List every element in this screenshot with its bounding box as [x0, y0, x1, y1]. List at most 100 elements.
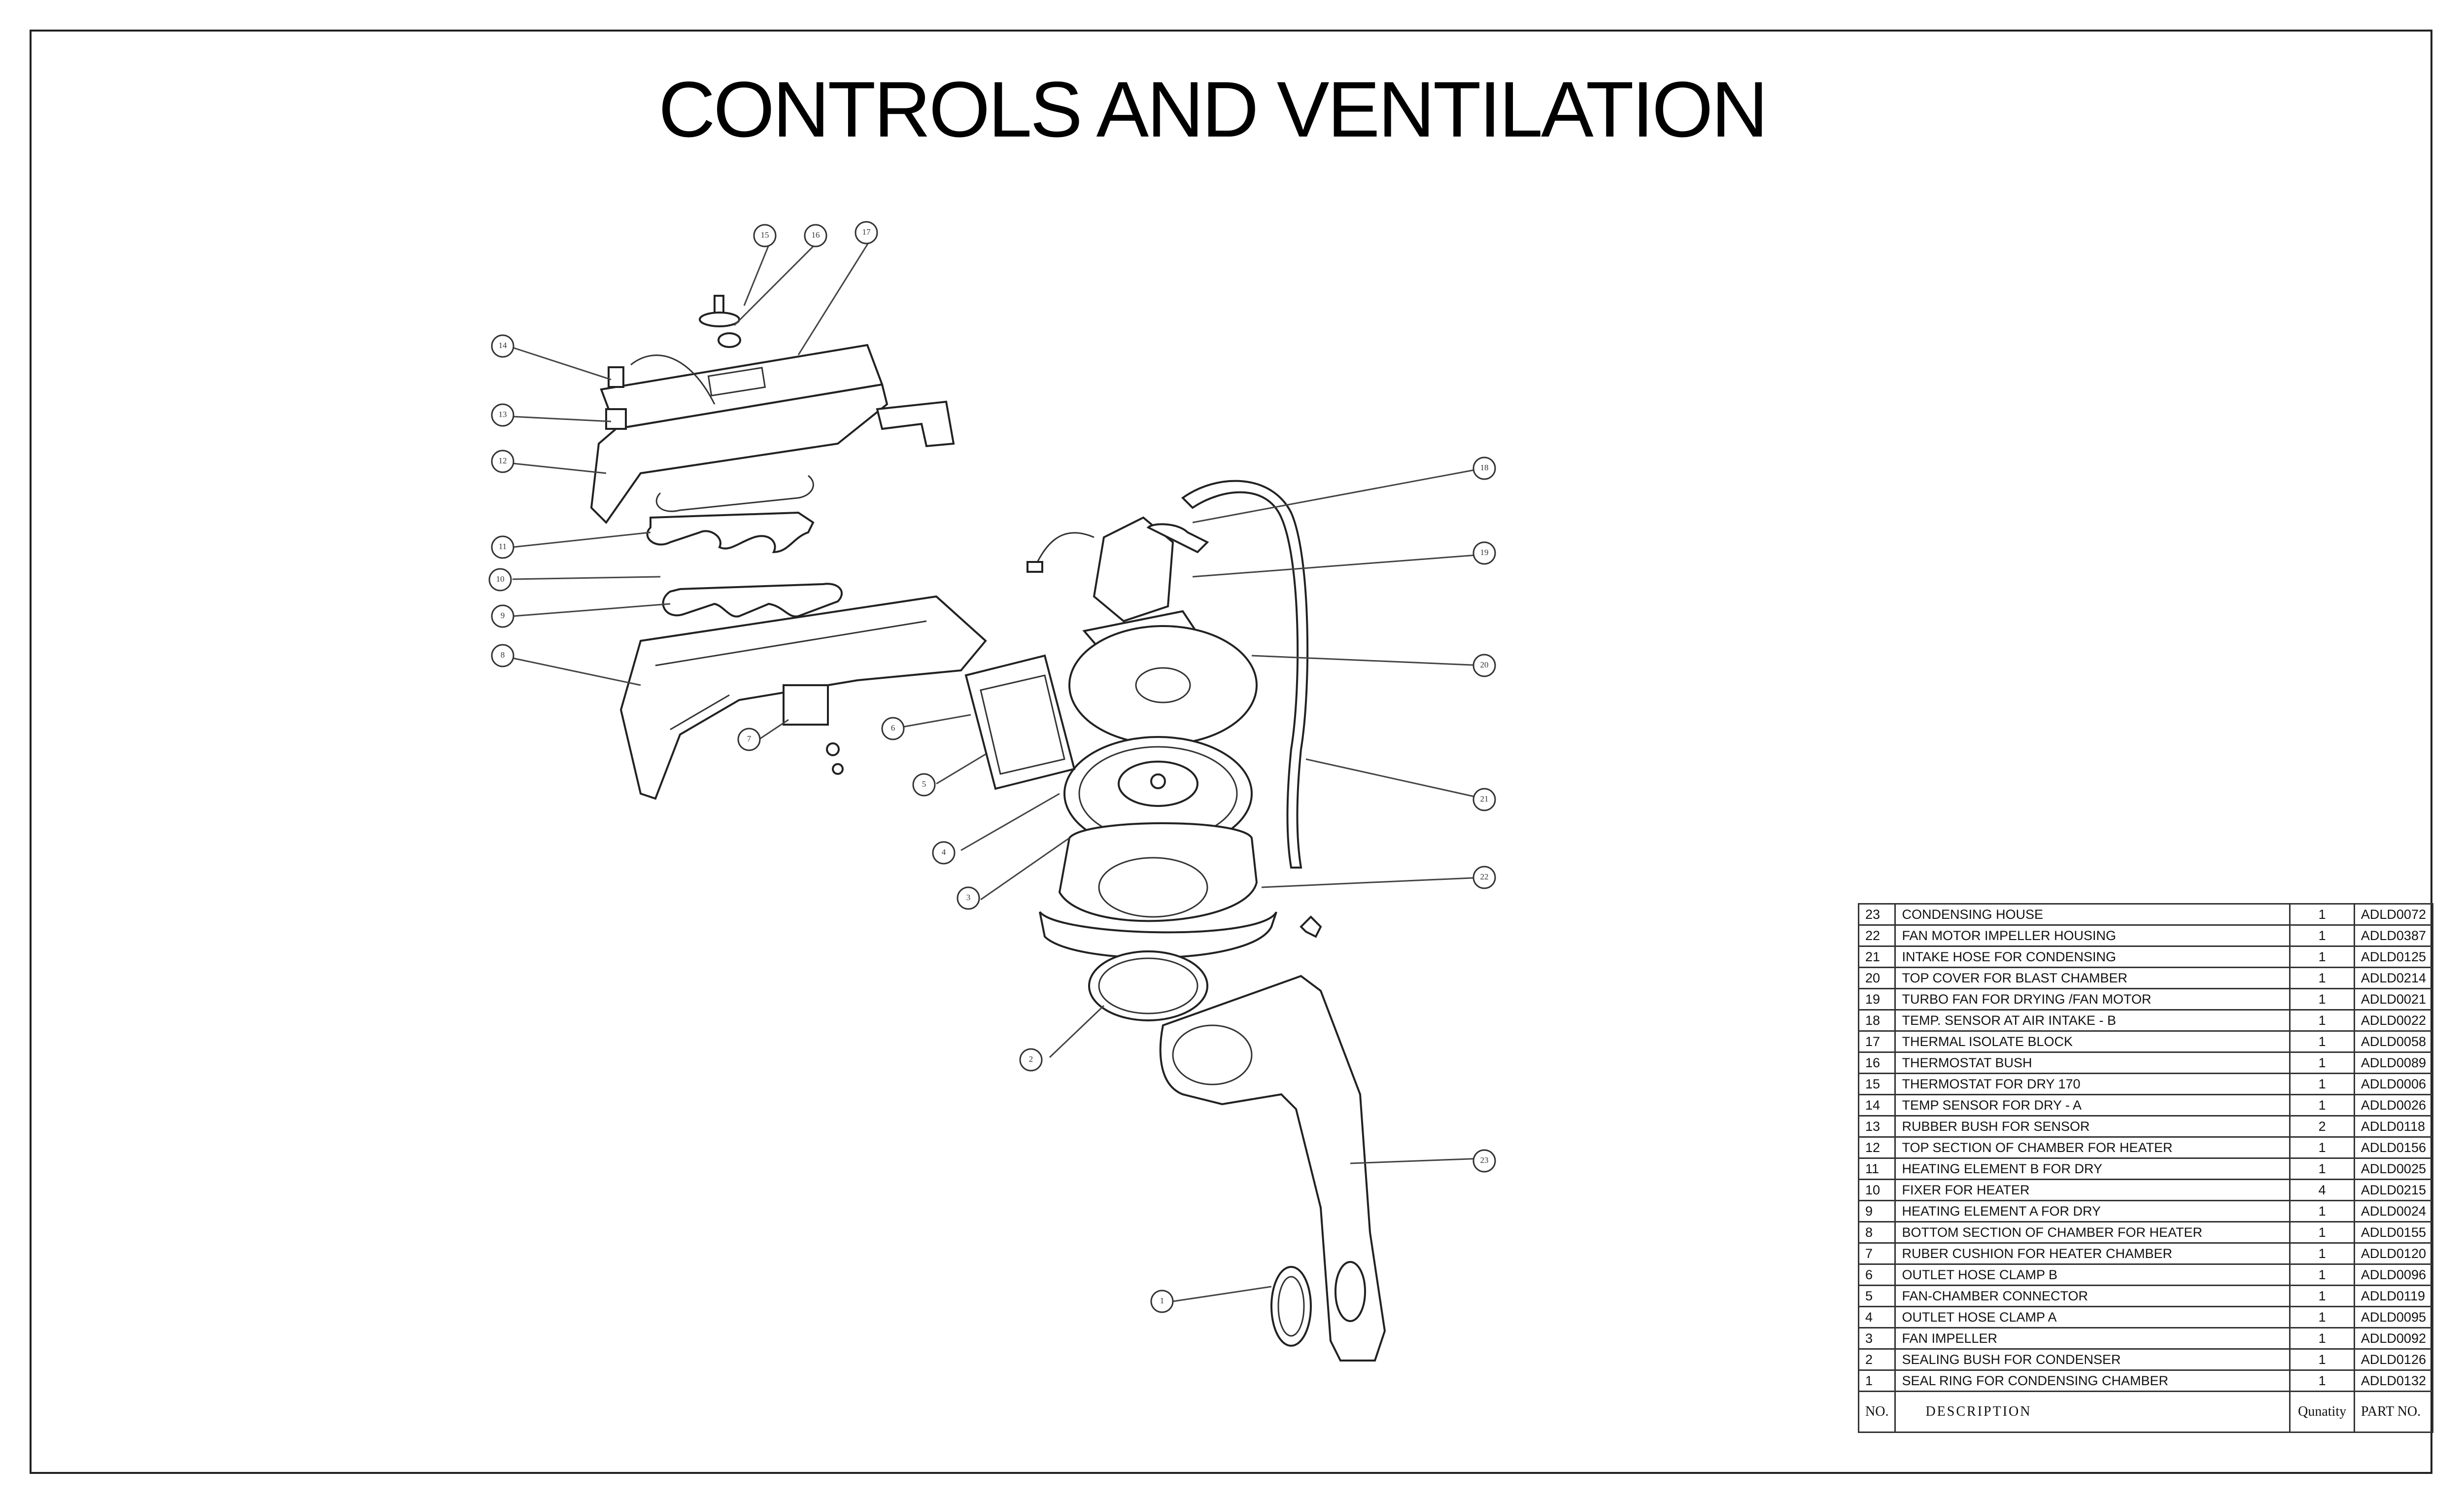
- row-quantity: 1: [2289, 1221, 2355, 1244]
- row-part-number: ADLD0006: [2353, 1073, 2434, 1095]
- row-quantity: 1: [2289, 1094, 2355, 1117]
- row-number: 10: [1857, 1179, 1896, 1201]
- row-number: 2: [1857, 1348, 1896, 1371]
- svg-text:20: 20: [1480, 660, 1489, 669]
- row-part-number: ADLD0026: [2353, 1094, 2434, 1117]
- callout-19: 19: [1472, 541, 1496, 565]
- callout-13: 13: [491, 403, 514, 427]
- svg-text:7: 7: [747, 734, 752, 743]
- row-number: 16: [1857, 1051, 1896, 1074]
- callout-3: 3: [957, 886, 980, 910]
- top-cover-blast-chamber: [1068, 625, 1258, 745]
- header-description: DESCRIPTION: [1894, 1391, 2291, 1433]
- row-number: 20: [1857, 967, 1896, 989]
- row-description: OUTLET HOSE CLAMP B: [1894, 1263, 2291, 1286]
- row-description: RUBBER BUSH FOR SENSOR: [1894, 1115, 2291, 1138]
- row-description: FAN-CHAMBER CONNECTOR: [1894, 1285, 2291, 1307]
- callout-21: 21: [1472, 788, 1496, 811]
- row-number: 14: [1857, 1094, 1896, 1117]
- callout-5: 5: [912, 773, 936, 797]
- row-number: 6: [1857, 1263, 1896, 1286]
- row-number: 12: [1857, 1136, 1896, 1159]
- heating-element-b: [646, 475, 815, 554]
- row-quantity: 1: [2289, 1051, 2355, 1074]
- row-number: 7: [1857, 1242, 1896, 1265]
- row-part-number: ADLD0021: [2353, 988, 2434, 1011]
- row-quantity: 1: [2289, 967, 2355, 989]
- row-description: TOP SECTION OF CHAMBER FOR HEATER: [1894, 1136, 2291, 1159]
- parts-list-header-row: NO. DESCRIPTION Qunatity PART NO.: [1857, 1391, 2434, 1433]
- callout-16: 16: [804, 224, 827, 247]
- callout-15: 15: [753, 224, 777, 247]
- seal-ring: [1088, 950, 1208, 1021]
- row-description: TURBO FAN FOR DRYING /FAN MOTOR: [1894, 988, 2291, 1011]
- callout-11: 11: [491, 535, 514, 559]
- callout-9: 9: [491, 604, 514, 628]
- row-description: THERMOSTAT FOR DRY 170: [1894, 1073, 2291, 1095]
- row-description: FAN IMPELLER: [1894, 1327, 2291, 1350]
- row-part-number: ADLD0119: [2353, 1285, 2434, 1307]
- row-part-number: ADLD0120: [2353, 1242, 2434, 1265]
- row-part-number: ADLD0089: [2353, 1051, 2434, 1074]
- row-part-number: ADLD0125: [2353, 945, 2434, 968]
- row-part-number: ADLD0024: [2353, 1200, 2434, 1223]
- leader-lines: [512, 236, 1484, 1302]
- row-number: 15: [1857, 1073, 1896, 1095]
- callout-12: 12: [491, 450, 514, 473]
- row-description: RUBER CUSHION FOR HEATER CHAMBER: [1894, 1242, 2291, 1265]
- row-number: 3: [1857, 1327, 1896, 1350]
- row-quantity: 1: [2289, 1306, 2355, 1328]
- row-description: TOP COVER FOR BLAST CHAMBER: [1894, 967, 2291, 989]
- callout-7: 7: [737, 728, 761, 751]
- row-number: 4: [1857, 1306, 1896, 1328]
- svg-text:23: 23: [1480, 1155, 1489, 1165]
- svg-text:8: 8: [501, 650, 505, 660]
- intake-hose: [1181, 480, 1309, 869]
- svg-text:6: 6: [891, 723, 895, 733]
- fan-motor-impeller-housing: [1039, 822, 1277, 959]
- row-quantity: 1: [2289, 1136, 2355, 1159]
- svg-text:2: 2: [1029, 1054, 1033, 1064]
- row-part-number: ADLD0025: [2353, 1157, 2434, 1180]
- svg-text:9: 9: [501, 611, 505, 620]
- callout-2: 2: [1019, 1048, 1043, 1072]
- svg-text:3: 3: [966, 893, 971, 902]
- row-quantity: 1: [2289, 988, 2355, 1011]
- row-description: HEATING ELEMENT B FOR DRY: [1894, 1157, 2291, 1180]
- condensing-house: [1159, 975, 1386, 1362]
- row-description: INTAKE HOSE FOR CONDENSING: [1894, 945, 2291, 968]
- row-quantity: 1: [2289, 924, 2355, 947]
- callout-23: 23: [1472, 1149, 1496, 1173]
- svg-text:4: 4: [942, 847, 946, 857]
- row-number: 23: [1857, 903, 1896, 926]
- row-quantity: 2: [2289, 1115, 2355, 1138]
- callout-4: 4: [932, 841, 956, 865]
- row-description: SEALING BUSH FOR CONDENSER: [1894, 1348, 2291, 1371]
- svg-text:17: 17: [862, 227, 871, 237]
- svg-text:19: 19: [1480, 548, 1489, 557]
- svg-text:13: 13: [499, 410, 507, 419]
- row-description: SEAL RING FOR CONDENSING CHAMBER: [1894, 1369, 2291, 1392]
- callout-1: 1: [1150, 1290, 1174, 1313]
- svg-text:18: 18: [1480, 463, 1489, 472]
- row-part-number: ADLD0215: [2353, 1179, 2434, 1201]
- row-part-number: ADLD0095: [2353, 1306, 2434, 1328]
- row-description: TEMP. SENSOR AT AIR INTAKE - B: [1894, 1009, 2291, 1032]
- row-description: HEATING ELEMENT A FOR DRY: [1894, 1200, 2291, 1223]
- heater-chamber-bottom: [619, 595, 987, 800]
- row-quantity: 1: [2289, 903, 2355, 926]
- callout-20: 20: [1472, 654, 1496, 677]
